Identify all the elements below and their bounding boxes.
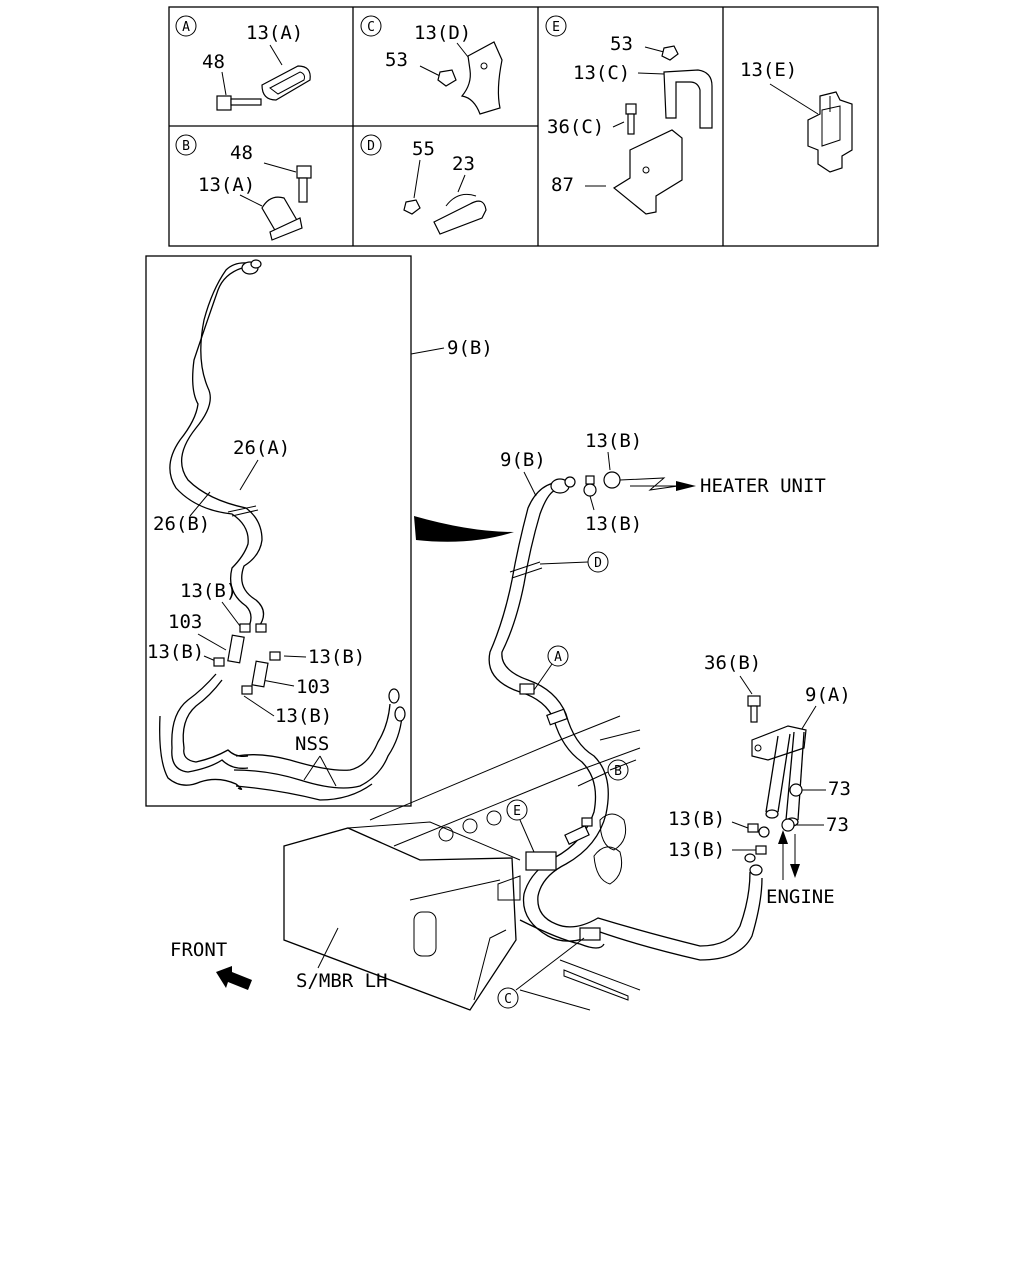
view-transition-arrow-icon [414, 516, 514, 542]
callout-letter-e: E [552, 20, 560, 35]
label-48: 48 [202, 51, 225, 73]
heater-hose-9b [488, 481, 763, 961]
nut-icon [661, 45, 679, 61]
callout-letter-c: C [367, 20, 375, 35]
detail-grid [168, 6, 879, 247]
detail-box-c: C 13(D) 53 [360, 15, 503, 115]
label-36c: 36(C) [547, 116, 604, 138]
label-13e: 13(E) [740, 59, 797, 81]
label-9b: 9(B) [447, 337, 493, 359]
flow-arrow-right-icon [630, 481, 696, 491]
label-53: 53 [610, 33, 633, 55]
label-103: 103 [296, 676, 330, 698]
connector-pipe-icon [251, 660, 269, 688]
label-13a: 13(A) [198, 174, 255, 196]
hose-clip-icon [789, 783, 803, 797]
bolt-icon [747, 695, 761, 707]
bolt-icon [625, 103, 637, 115]
callout-letter-a: A [554, 650, 562, 665]
detail-box-e: E 53 13(C) 36(C) 87 [545, 15, 713, 215]
callout-letter-e: E [513, 804, 521, 819]
hose-clamp-icon [663, 69, 713, 129]
detail-box-b: B 48 13(A) [175, 134, 312, 241]
inset-box: 9(B) 26(A) 26(B) 13(B) 103 13(B) 13(B) 1… [145, 255, 493, 807]
flow-arrow-updown-icon [778, 830, 800, 880]
callout-letter-d: D [367, 139, 375, 154]
front-direction-arrow-icon [216, 966, 252, 990]
callout-letter-a: A [182, 20, 190, 35]
label-26a: 26(A) [233, 437, 290, 459]
label-13c: 13(C) [573, 62, 630, 84]
bolt-icon [216, 95, 232, 111]
frame-slot-icon [413, 911, 437, 957]
hose-clip-icon [603, 471, 621, 489]
nut-icon [437, 69, 457, 87]
pipe-bracket-icon [751, 725, 807, 761]
hose-clip-icon [261, 65, 311, 101]
callout-letter-b: B [614, 764, 622, 779]
detail-box-a: A 13(A) 48 [175, 15, 311, 111]
label-13b: 13(B) [308, 646, 365, 668]
label-9a: 9(A) [805, 684, 851, 706]
label-73: 73 [826, 814, 849, 836]
label-13b: 13(B) [180, 580, 237, 602]
label-48: 48 [230, 142, 253, 164]
label-55: 55 [412, 138, 435, 160]
callout-letter-c: C [504, 992, 512, 1007]
heater-hose-26a [180, 262, 265, 629]
label-13b: 13(B) [147, 641, 204, 663]
label-13b: 13(B) [275, 705, 332, 727]
destination-heater-unit: HEATER UNIT [700, 475, 826, 497]
label-9b: 9(B) [500, 449, 546, 471]
label-26b: 26(B) [153, 513, 210, 535]
label-103: 103 [168, 611, 202, 633]
destination-engine: ENGINE [766, 886, 835, 908]
hose-clip-icon [239, 623, 251, 633]
label-23: 23 [452, 153, 475, 175]
label-13d: 13(D) [414, 22, 471, 44]
hose-clip-icon [807, 91, 853, 173]
label-73: 73 [828, 778, 851, 800]
main-assembly: D A B E C 13(B) 9(B) 13(B) HEATER UNIT 3… [170, 430, 851, 1011]
side-member-lh [283, 827, 517, 1011]
nut-icon [403, 199, 421, 215]
label-87: 87 [551, 174, 574, 196]
label-nss: NSS [295, 733, 329, 755]
label-13b: 13(B) [585, 430, 642, 452]
label-53: 53 [385, 49, 408, 71]
label-36b: 36(B) [704, 652, 761, 674]
label-side-member-lh: S/MBR LH [296, 970, 388, 992]
label-13b: 13(B) [585, 513, 642, 535]
label-13b: 13(B) [668, 839, 725, 861]
label-13b: 13(B) [668, 808, 725, 830]
bracket-clip-icon [460, 41, 503, 115]
label-front: FRONT [170, 939, 227, 961]
hose-clamp-icon [433, 200, 487, 235]
callout-letter-b: B [182, 139, 190, 154]
detail-box-13e: 13(E) [740, 59, 853, 173]
bolt-icon [296, 165, 312, 179]
hose-clamp-icon [525, 851, 557, 871]
connector-pipe-icon [227, 634, 245, 664]
callout-letter-d: D [594, 556, 602, 571]
label-13a: 13(A) [246, 22, 303, 44]
detail-box-d: D 55 23 [360, 134, 487, 235]
